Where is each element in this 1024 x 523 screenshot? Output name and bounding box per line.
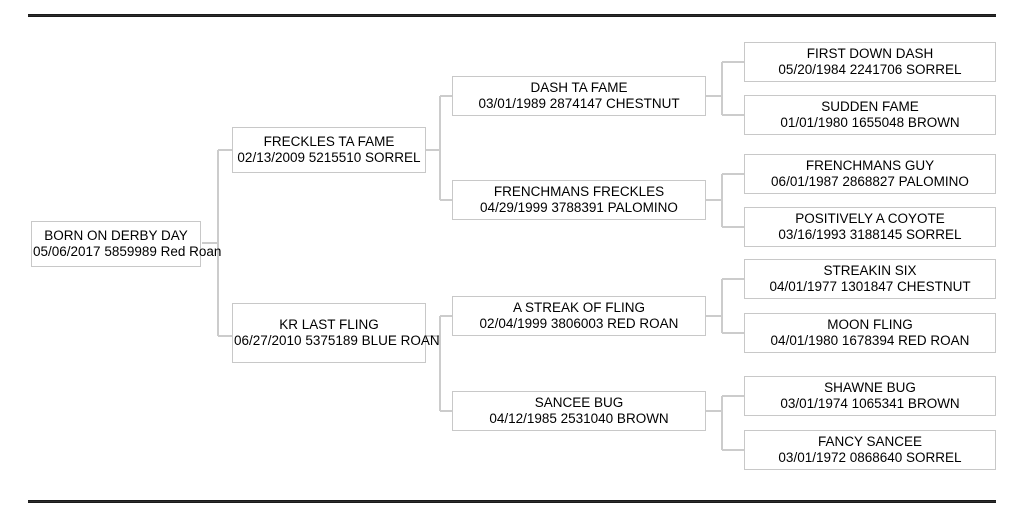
node-details: 04/12/1985 2531040 BROWN [489,411,669,426]
node-name: BORN ON DERBY DAY [44,228,188,244]
node-name: A STREAK OF FLING [512,300,646,316]
node-details: 02/04/1999 3806003 RED ROAN [479,316,679,331]
pedigree-node-great-3[interactable]: FRENCHMANS GUY 06/01/1987 2868827 PALOMI… [744,154,996,194]
node-name: KR LAST FLING [279,317,379,333]
node-name: STREAKIN SIX [823,263,917,279]
node-details: 02/13/2009 5215510 SORREL [237,150,421,165]
pedigree-node-great-2[interactable]: SUDDEN FAME 01/01/1980 1655048 BROWN [744,95,996,135]
pedigree-node-great-7[interactable]: SHAWNE BUG 03/01/1974 1065341 BROWN [744,376,996,416]
node-details: 05/20/1984 2241706 SORREL [778,62,962,77]
pedigree-node-subject[interactable]: BORN ON DERBY DAY 05/06/2017 5859989 Red… [31,221,222,267]
node-details: 06/01/1987 2868827 PALOMINO [771,174,969,189]
pedigree-node-granddam-1[interactable]: FRENCHMANS FRECKLES 04/29/1999 3788391 P… [452,180,706,220]
node-name: SUDDEN FAME [821,99,919,115]
node-details: 04/01/1977 1301847 CHESTNUT [769,279,971,294]
node-details: 05/06/2017 5859989 Red Roan [33,244,222,259]
node-details: 06/27/2010 5375189 BLUE ROAN [234,333,440,348]
node-name: SANCEE BUG [534,395,624,411]
node-name: POSITIVELY A COYOTE [795,211,945,227]
node-details: 03/16/1993 3188145 SORREL [778,227,962,242]
node-name: DASH TA FAME [530,80,628,96]
bottom-divider-rule [28,500,996,503]
node-name: FRENCHMANS GUY [805,158,935,174]
node-details: 03/01/1974 1065341 BROWN [780,396,960,411]
pedigree-node-sire[interactable]: FRECKLES TA FAME 02/13/2009 5215510 SORR… [232,127,426,173]
node-details: 04/29/1999 3788391 PALOMINO [480,200,678,215]
pedigree-node-great-4[interactable]: POSITIVELY A COYOTE 03/16/1993 3188145 S… [744,207,996,247]
pedigree-node-granddam-2[interactable]: SANCEE BUG 04/12/1985 2531040 BROWN [452,391,706,431]
node-details: 04/01/1980 1678394 RED ROAN [770,333,970,348]
node-name: MOON FLING [827,317,913,333]
pedigree-node-great-1[interactable]: FIRST DOWN DASH 05/20/1984 2241706 SORRE… [744,42,996,82]
pedigree-node-great-8[interactable]: FANCY SANCEE 03/01/1972 0868640 SORREL [744,430,996,470]
pedigree-node-great-6[interactable]: MOON FLING 04/01/1980 1678394 RED ROAN [744,313,996,353]
top-divider-rule [28,14,996,17]
node-details: 03/01/1989 2874147 CHESTNUT [478,96,680,111]
node-name: FRECKLES TA FAME [263,134,395,150]
pedigree-node-grandsire-2[interactable]: A STREAK OF FLING 02/04/1999 3806003 RED… [452,296,706,336]
pedigree-node-great-5[interactable]: STREAKIN SIX 04/01/1977 1301847 CHESTNUT [744,259,996,299]
pedigree-node-grandsire-1[interactable]: DASH TA FAME 03/01/1989 2874147 CHESTNUT [452,76,706,116]
node-name: SHAWNE BUG [824,380,916,396]
node-name: FIRST DOWN DASH [806,46,934,62]
node-name: FRENCHMANS FRECKLES [493,184,665,200]
node-name: FANCY SANCEE [817,434,923,450]
node-details: 01/01/1980 1655048 BROWN [780,115,960,130]
node-details: 03/01/1972 0868640 SORREL [778,450,962,465]
pedigree-node-dam[interactable]: KR LAST FLING 06/27/2010 5375189 BLUE RO… [232,303,440,363]
